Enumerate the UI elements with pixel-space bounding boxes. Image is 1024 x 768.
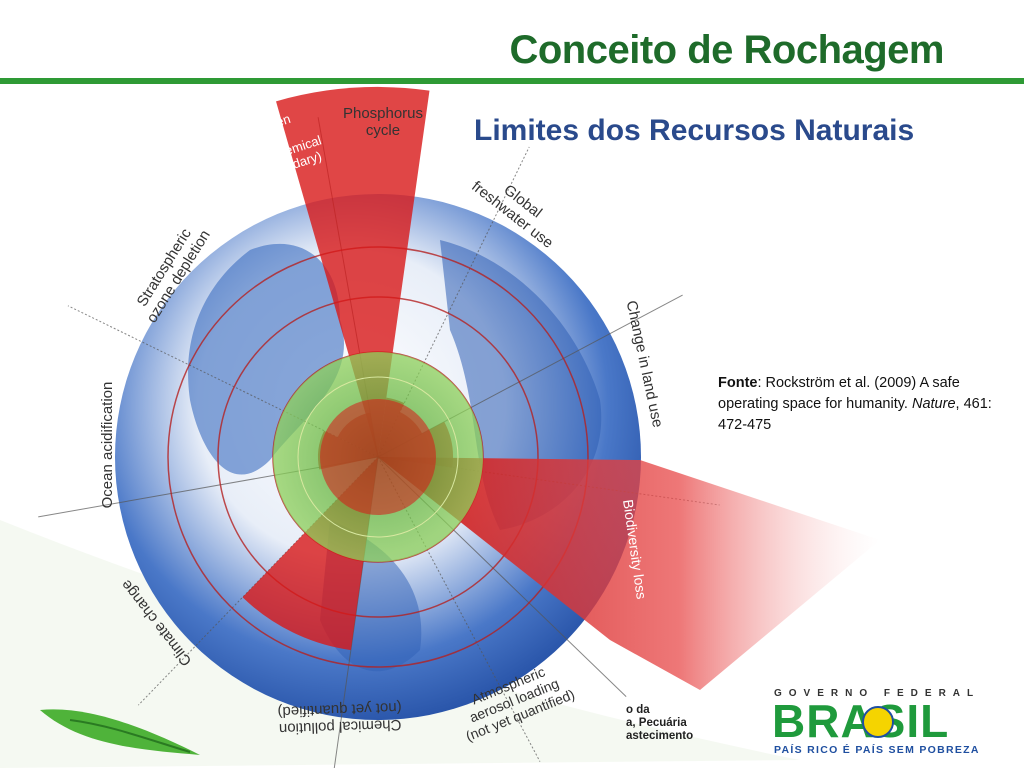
background-swoosh xyxy=(0,520,800,768)
ministry-name: o da a, Pecuária astecimento xyxy=(626,704,694,742)
logo-slogan: PAÍS RICO É PAÍS SEM POBREZA xyxy=(774,744,980,756)
boundary-label-line: cycle xyxy=(366,122,400,139)
governo-federal-logo: GOVERNO FEDERAL BRASIL PAÍS RICO É PAÍS … xyxy=(770,688,980,758)
logo-main-text: BRASIL xyxy=(772,695,950,747)
source-citation: Fonte: Rockström et al. (2009) A safe op… xyxy=(718,375,992,433)
slide-subtitle: Limites dos Recursos Naturais xyxy=(474,114,915,147)
logo-top-text: GOVERNO FEDERAL xyxy=(774,688,981,699)
safe-zone-core xyxy=(320,399,436,515)
boundary-label-line: Chemical pollution xyxy=(279,716,402,737)
safe-operating-space xyxy=(273,352,483,562)
title-rule xyxy=(0,78,1024,84)
source-label: Fonte xyxy=(718,375,758,391)
slide-title: Conceito de Rochagem xyxy=(509,28,944,72)
boundary-label-line: Ocean acidification xyxy=(99,382,116,509)
flag-globe-icon xyxy=(862,706,894,738)
nitrogen-cycle-wedge xyxy=(276,87,430,457)
leaf-logo xyxy=(40,709,200,755)
safe-zone-ring xyxy=(297,376,459,538)
biodiversity-loss-wedge xyxy=(378,457,880,690)
boundary-label: Ocean acidification xyxy=(99,382,116,509)
boundary-label: Chemical pollution(not yet quantified) xyxy=(277,699,402,737)
boundary-label-line: (not yet quantified) xyxy=(277,699,402,720)
journal-name: Nature xyxy=(911,396,956,412)
boundary-label-line: Phosphorus xyxy=(343,105,423,122)
